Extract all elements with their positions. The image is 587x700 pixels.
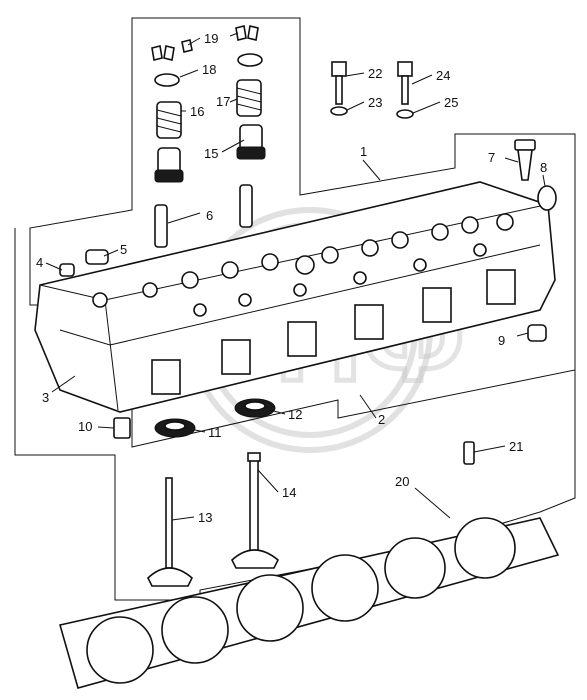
callout-3: 3 xyxy=(42,390,49,405)
callout-5: 5 xyxy=(120,242,127,257)
callout-8: 8 xyxy=(540,160,547,175)
callout-18: 18 xyxy=(202,62,216,77)
callout-4: 4 xyxy=(36,255,43,270)
callout-9: 9 xyxy=(498,333,505,348)
callout-21: 21 xyxy=(509,439,523,454)
callout-1: 1 xyxy=(360,144,367,159)
callout-20: 20 xyxy=(395,474,409,489)
seats-inserts xyxy=(113,398,276,439)
callout-6: 6 xyxy=(206,208,213,223)
dowel xyxy=(463,441,475,465)
leader-lines xyxy=(45,32,546,521)
callout-labels: 1 2 3 4 5 6 7 8 9 10 11 12 13 14 15 16 1… xyxy=(36,31,547,525)
cylinder-head xyxy=(34,181,556,413)
valve-springs xyxy=(156,79,262,139)
callout-17: 17 xyxy=(216,94,230,109)
callout-24: 24 xyxy=(436,68,450,83)
ports xyxy=(151,269,516,395)
callout-16: 16 xyxy=(190,104,204,119)
callout-25: 25 xyxy=(444,95,458,110)
callout-14: 14 xyxy=(282,485,296,500)
callout-23: 23 xyxy=(368,95,382,110)
plugs-left xyxy=(59,249,109,277)
head-gasket xyxy=(58,517,560,689)
callout-11: 11 xyxy=(208,425,222,440)
callout-10: 10 xyxy=(78,419,92,434)
plug-right xyxy=(527,324,547,342)
valve-keepers xyxy=(151,25,259,61)
callout-12: 12 xyxy=(288,407,302,422)
callout-7: 7 xyxy=(488,150,495,165)
valve-bosses xyxy=(92,213,514,317)
region-outline-upper xyxy=(29,17,576,448)
valves xyxy=(147,452,279,587)
bolts-washers xyxy=(330,61,414,119)
callout-13: 13 xyxy=(198,510,212,525)
callout-15: 15 xyxy=(204,146,218,161)
callout-22: 22 xyxy=(368,66,382,81)
valve-stem-seals xyxy=(154,124,266,183)
valve-guides xyxy=(154,184,253,248)
spring-retainers xyxy=(154,53,263,87)
injector-sleeve xyxy=(514,139,557,211)
callout-2: 2 xyxy=(378,412,385,427)
callout-19: 19 xyxy=(204,31,218,46)
